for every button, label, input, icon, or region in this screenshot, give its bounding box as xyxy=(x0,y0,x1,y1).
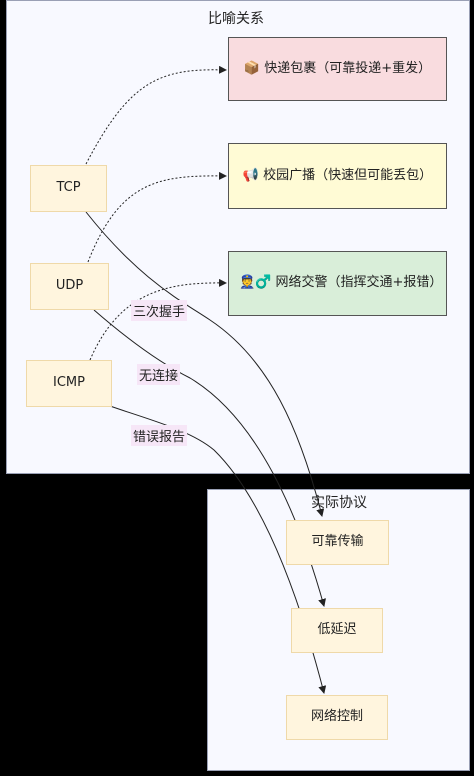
edge-icmp-traffic xyxy=(89,278,227,361)
edge-label-udp: 无连接 xyxy=(137,364,181,385)
actual-node-lowlatency[interactable]: 低延迟 xyxy=(291,608,383,653)
protocol-node-udp[interactable]: UDP xyxy=(30,263,109,310)
edge-udp-broadcast xyxy=(87,171,227,263)
edge-label-tcp: 三次握手 xyxy=(131,300,188,321)
metaphor-node-express[interactable]: 📦 快递包裹（可靠投递+重发） xyxy=(228,37,447,101)
actual-node-reliable[interactable]: 可靠传输 xyxy=(286,520,389,565)
metaphor-node-traffic[interactable]: 👮♂️ 网络交警（指挥交通+报错） xyxy=(228,251,447,316)
protocol-node-icmp[interactable]: ICMP xyxy=(26,360,112,407)
protocol-node-tcp[interactable]: TCP xyxy=(30,165,107,212)
edge-tcp-reliable xyxy=(85,211,325,517)
actual-node-netcontrol[interactable]: 网络控制 xyxy=(286,695,388,740)
analogy-cluster-title: 比喻关系 xyxy=(208,11,264,27)
edge-tcp-express xyxy=(85,65,227,165)
metaphor-node-broadcast[interactable]: 📢 校园广播（快速但可能丢包） xyxy=(228,143,447,209)
actual-cluster-title: 实际协议 xyxy=(311,495,367,511)
edge-label-icmp: 错误报告 xyxy=(131,425,188,446)
